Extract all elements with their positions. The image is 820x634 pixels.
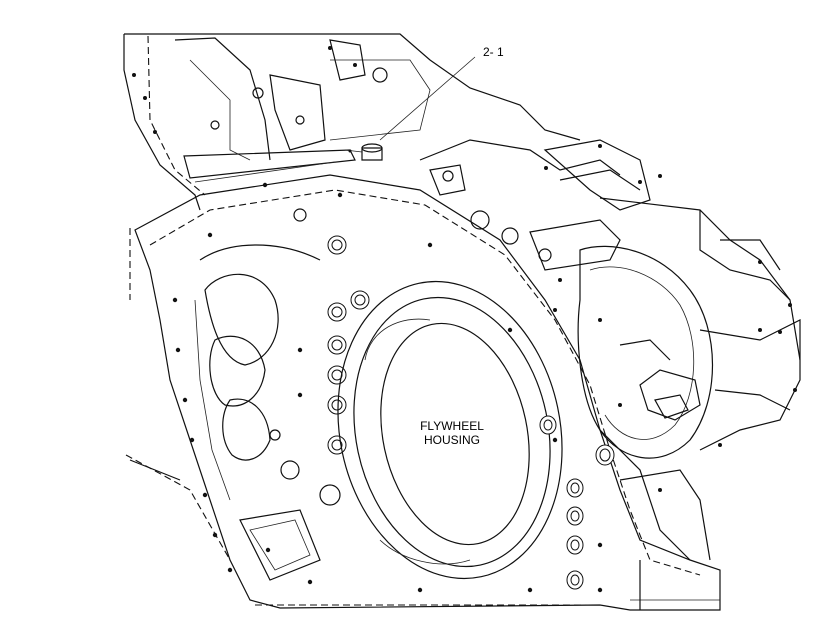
housing-lower-right [599, 429, 720, 610]
flywheel-housing-label-line1: FLYWHEEL [420, 419, 484, 433]
starter-mount-right [529, 219, 801, 459]
callout-label: 2- 1 [483, 45, 504, 59]
callout-2-1: 2- 1 [344, 45, 504, 161]
flywheel-housing-label-line2: HOUSING [424, 433, 480, 447]
engine-block-upper-left [123, 33, 581, 211]
bolt-column-right [539, 415, 615, 590]
engine-block-upper-right [419, 139, 801, 361]
flywheel-housing-outline [125, 174, 721, 611]
flywheel-bore: FLYWHEEL HOUSING [337, 280, 563, 580]
bolt-column-left [327, 235, 370, 455]
housing-left-cast-face [194, 208, 341, 581]
